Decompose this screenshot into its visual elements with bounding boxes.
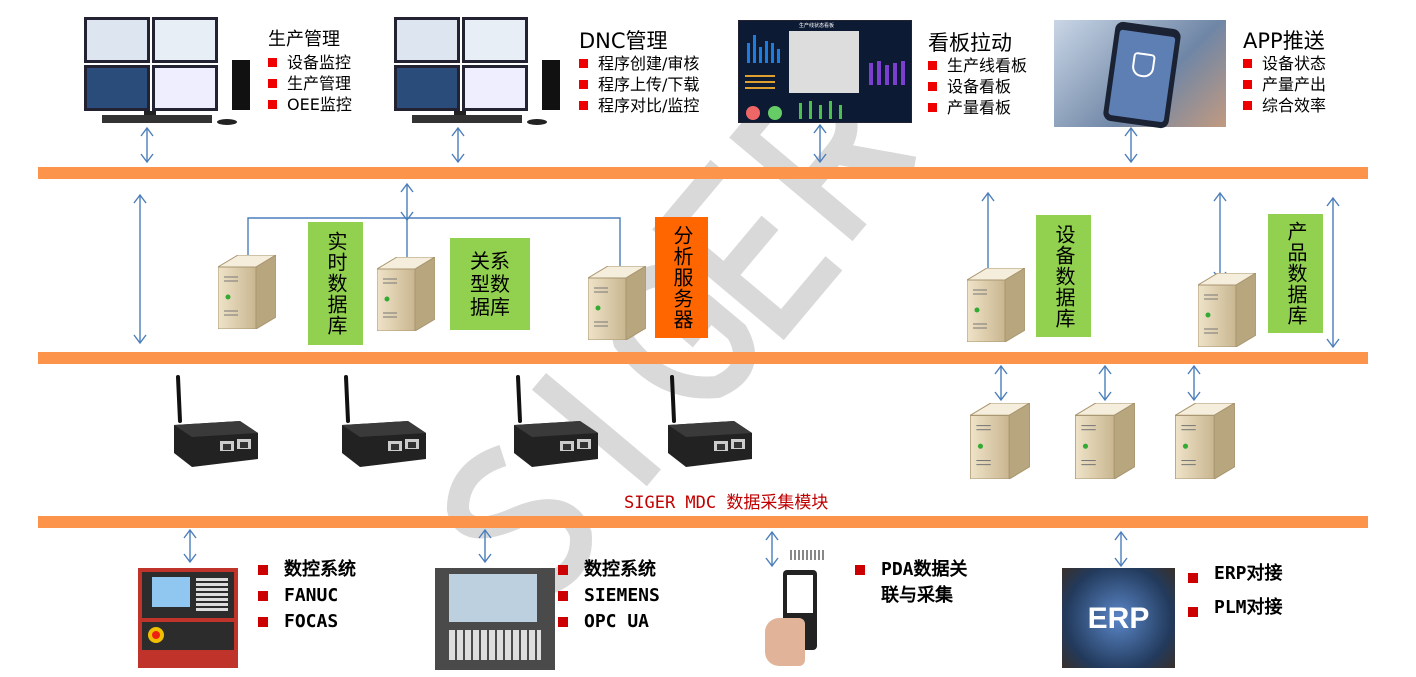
arrow-icon bbox=[1213, 191, 1227, 282]
arrow-icon bbox=[400, 182, 414, 222]
gateway-device-icon bbox=[338, 375, 428, 471]
gateway-device-icon bbox=[664, 375, 754, 471]
arrow-icon bbox=[1114, 530, 1128, 568]
arrow-icon bbox=[451, 126, 465, 164]
arrow-icon bbox=[478, 528, 492, 564]
workstation-image bbox=[84, 17, 250, 125]
list-item: FOCAS bbox=[258, 609, 356, 635]
list-item-text: PDA数据关联与采集 bbox=[881, 559, 968, 606]
server-icon bbox=[970, 403, 1030, 479]
realtime-database-box: 实时数据库 bbox=[308, 222, 363, 345]
arrow-icon bbox=[994, 364, 1008, 402]
erp-image: ERP bbox=[1062, 568, 1175, 668]
list-item: 程序上传/下载 bbox=[579, 74, 699, 95]
server-icon bbox=[588, 266, 646, 340]
block-title: 生产管理 bbox=[268, 29, 340, 50]
box-label: 关系 bbox=[470, 248, 510, 273]
fanuc-cnc-panel-image bbox=[138, 568, 238, 668]
relational-database-box: 关系型数据库 bbox=[450, 238, 530, 330]
list-item: 程序创建/审核 bbox=[579, 53, 699, 74]
box-label: 设备数据库 bbox=[1052, 223, 1076, 329]
list-item: 设备状态 bbox=[1243, 53, 1326, 74]
server-icon bbox=[377, 257, 435, 331]
list-item: 程序对比/监控 bbox=[579, 95, 699, 116]
mobile-app-image bbox=[1054, 20, 1226, 130]
list-item: PDA数据关联与采集 bbox=[855, 557, 985, 609]
server-icon bbox=[218, 255, 276, 329]
list-item: PLM对接 bbox=[1188, 591, 1283, 625]
top-bus-bar bbox=[38, 167, 1368, 179]
server-icon bbox=[967, 268, 1025, 342]
dnc-management-block: DNC管理 程序创建/审核程序上传/下载程序对比/监控 bbox=[579, 29, 699, 116]
list-item: 产量看板 bbox=[928, 97, 1027, 118]
db-connector-line bbox=[247, 217, 621, 268]
server-icon bbox=[1175, 403, 1235, 479]
arrow-icon bbox=[1326, 196, 1340, 349]
product-database-box: 产品数据库 bbox=[1268, 214, 1323, 333]
arrow-icon bbox=[1187, 364, 1201, 402]
box-label: 产品数据库 bbox=[1284, 221, 1308, 326]
gateway-device-icon bbox=[170, 375, 260, 471]
box-label: 型数 bbox=[470, 271, 510, 296]
collection-module-label: SIGER MDC 数据采集模块 bbox=[624, 493, 829, 513]
box-label: 分析服务器 bbox=[670, 225, 694, 330]
arrow-icon bbox=[140, 126, 154, 164]
server-icon bbox=[1075, 403, 1135, 479]
list-item: OPC UA bbox=[558, 609, 660, 635]
kanban-block: 看板拉动 生产线看板设备看板产量看板 bbox=[928, 31, 1027, 118]
block-title: APP推送 bbox=[1243, 29, 1325, 53]
analysis-server-box: 分析服务器 bbox=[655, 217, 708, 338]
box-label: 据库 bbox=[470, 294, 510, 319]
arrow-icon bbox=[813, 123, 827, 164]
server-icon bbox=[1198, 273, 1256, 347]
box-label: 实时数据库 bbox=[324, 231, 348, 336]
kanban-screen-title: 生产线状态看板 bbox=[799, 23, 835, 29]
list-item: FANUC bbox=[258, 583, 356, 609]
list-item: 设备看板 bbox=[928, 76, 1027, 97]
pda-list: PDA数据关联与采集 bbox=[855, 557, 985, 609]
arrow-icon bbox=[765, 530, 779, 568]
dnc-workstation-image bbox=[394, 17, 560, 125]
list-item: SIEMENS bbox=[558, 583, 660, 609]
arrow-icon bbox=[133, 193, 147, 345]
app-push-block: APP推送 设备状态产量产出综合效率 bbox=[1243, 29, 1326, 116]
list-item: 设备监控 bbox=[268, 52, 352, 73]
erp-logo-text: ERP bbox=[1087, 602, 1150, 635]
siemens-cnc-panel-image bbox=[435, 568, 555, 670]
block-title: 看板拉动 bbox=[928, 31, 1012, 55]
list-item: 生产线看板 bbox=[928, 55, 1027, 76]
bottom-bus-bar bbox=[38, 516, 1368, 528]
list-item: 生产管理 bbox=[268, 73, 352, 94]
list-item: ERP对接 bbox=[1188, 557, 1283, 591]
list-item: 产量产出 bbox=[1243, 74, 1326, 95]
barcode-icon bbox=[790, 550, 824, 560]
gateway-device-icon bbox=[510, 375, 600, 471]
arrow-icon bbox=[183, 528, 197, 564]
arrow-icon bbox=[1124, 126, 1138, 164]
pda-scanner-image bbox=[745, 548, 825, 668]
list-item: 数控系统 bbox=[258, 557, 356, 583]
block-title: DNC管理 bbox=[579, 29, 668, 53]
arrow-icon bbox=[1098, 364, 1112, 402]
middle-bus-bar bbox=[38, 352, 1368, 364]
device-database-box: 设备数据库 bbox=[1036, 215, 1091, 337]
list-item: 数控系统 bbox=[558, 557, 660, 583]
kanban-dashboard-image: 生产线状态看板 bbox=[738, 20, 912, 123]
list-item: 综合效率 bbox=[1243, 95, 1326, 116]
list-item: OEE监控 bbox=[268, 94, 352, 115]
